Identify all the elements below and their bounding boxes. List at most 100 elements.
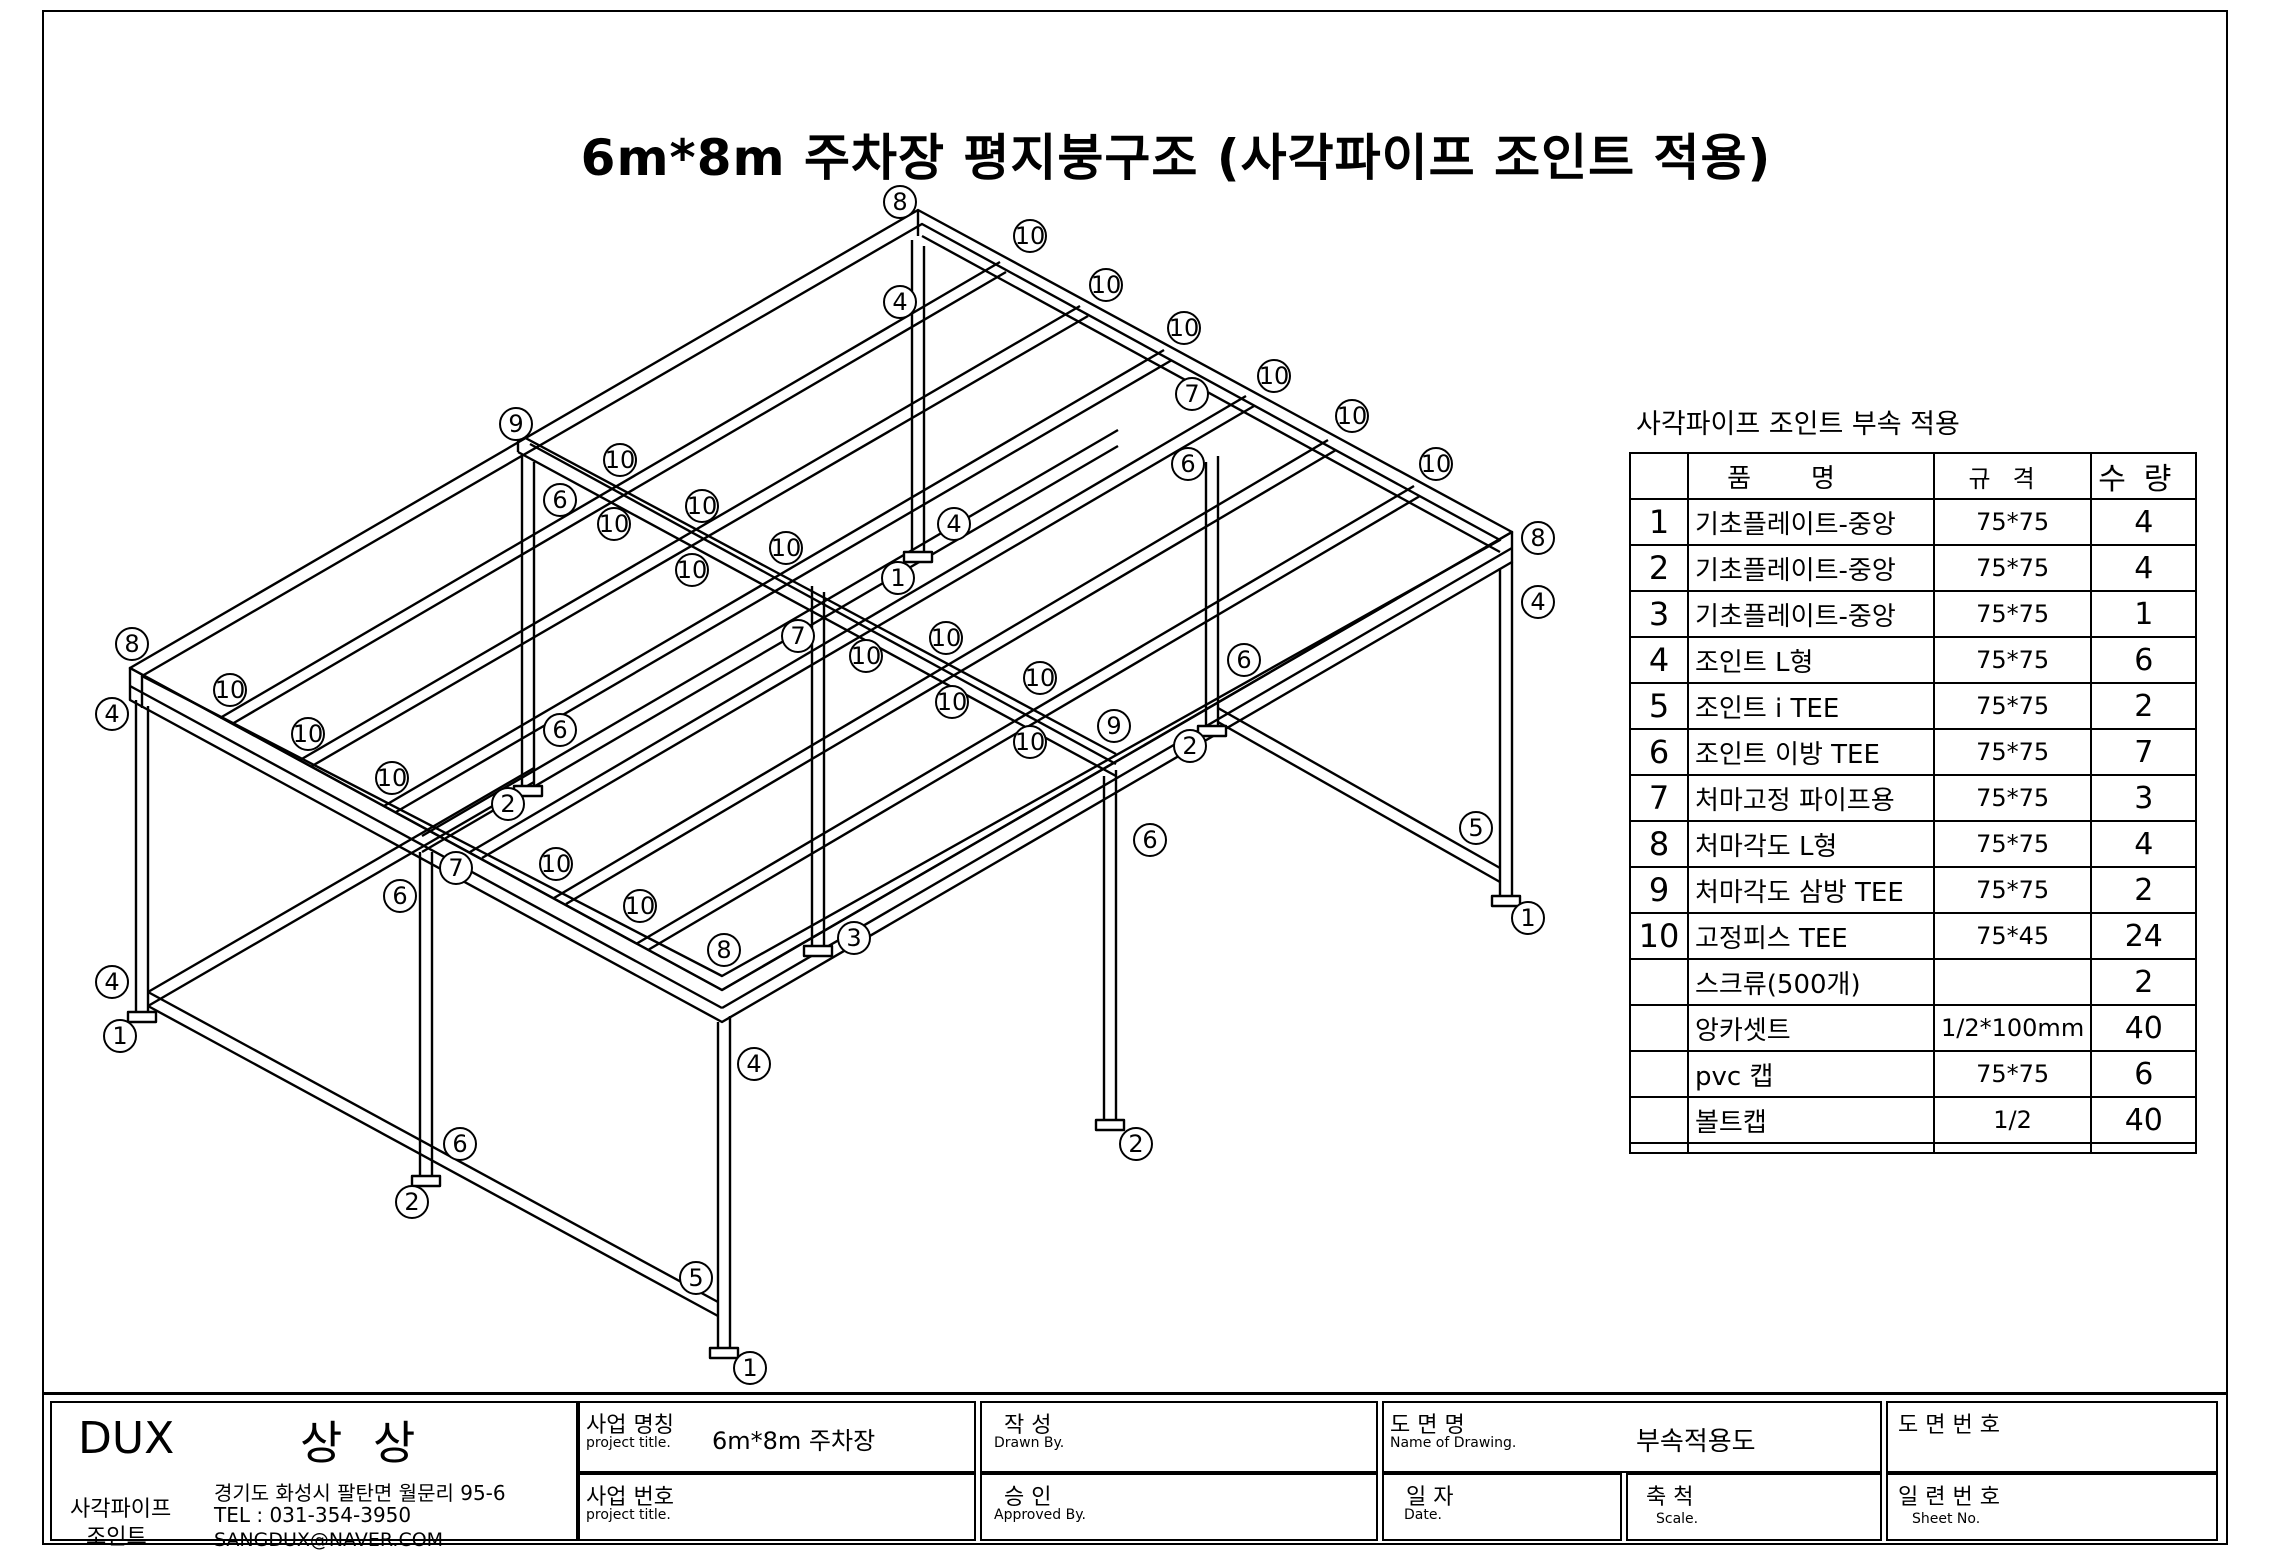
callout-balloon: 6	[1133, 823, 1167, 857]
callout-balloon: 2	[395, 1185, 429, 1219]
callout-balloon: 9	[1097, 709, 1131, 743]
callout-circle	[213, 673, 247, 707]
sheet-no-label: 일 련 번 호	[1898, 1485, 2000, 1510]
callout-number: 8	[716, 936, 731, 964]
callout-balloon: 4	[95, 697, 129, 731]
project-name-cell	[578, 1401, 976, 1473]
callout-number: 8	[1530, 524, 1545, 552]
callout-balloon: 7	[439, 851, 473, 885]
callout-balloon: 4	[937, 507, 971, 541]
callout-number: 10	[541, 850, 572, 878]
product-line-2: 조인트	[86, 1525, 147, 1550]
ground-bracing	[147, 706, 1501, 1318]
callout-number: 6	[552, 486, 567, 514]
drawing-name-cell	[1382, 1401, 1882, 1473]
part-spec: 75*75	[1932, 774, 2093, 822]
callout-balloon: 5	[679, 1261, 713, 1295]
part-name: 처마고정 파이프용	[1687, 774, 1935, 822]
callout-number: 6	[1142, 826, 1157, 854]
part-no: 8	[1629, 820, 1689, 868]
callout-balloon: 10	[675, 553, 709, 587]
part-no: 9	[1629, 866, 1689, 914]
parts-table-header: 품명 규격 수량	[1629, 452, 2198, 500]
company-logo-text: DUX	[78, 1413, 175, 1464]
part-name: 기초플레이트-중앙	[1687, 590, 1935, 638]
callout-circle	[679, 1261, 713, 1295]
callout-circle	[539, 847, 573, 881]
drawn-label: 작 성	[1004, 1413, 1052, 1438]
part-no	[1629, 1004, 1689, 1052]
part-spec	[1932, 958, 2093, 1006]
part-qty: 4	[2090, 498, 2198, 546]
callout-number: 9	[508, 410, 523, 438]
callout-circle	[707, 933, 741, 967]
callout-circle	[769, 531, 803, 565]
callout-circle	[1521, 585, 1555, 619]
part-qty: 24	[2090, 912, 2198, 960]
callout-circle	[395, 1185, 429, 1219]
callout-number: 5	[688, 1264, 703, 1292]
callout-number: 10	[677, 556, 708, 584]
approved-label: 승 인	[1004, 1485, 1052, 1510]
drawing-name-sub: Name of Drawing.	[1390, 1435, 1517, 1451]
drawing-no-cell	[1886, 1401, 2218, 1473]
callout-balloon: 6	[543, 713, 577, 747]
project-name-value: 6m*8m 주차장	[712, 1427, 876, 1455]
callout-number: 10	[687, 492, 718, 520]
part-no: 6	[1629, 728, 1689, 776]
callout-circle	[1521, 521, 1555, 555]
callout-circle	[95, 697, 129, 731]
callout-circle	[737, 1047, 771, 1081]
part-no: 2	[1629, 544, 1689, 592]
part-spec: 75*75	[1932, 590, 2093, 638]
project-no-sub: project title.	[586, 1507, 671, 1523]
callout-circle	[1023, 661, 1057, 695]
callout-circle	[1459, 811, 1493, 845]
callout-number: 10	[1015, 728, 1046, 756]
mid-cross-beam	[421, 428, 1119, 854]
callout-balloon: 8	[883, 185, 917, 219]
header-qty: 수량	[2090, 452, 2198, 500]
part-name: pvc 캡	[1687, 1050, 1935, 1098]
callout-number: 10	[851, 642, 882, 670]
callout-circle	[1335, 399, 1369, 433]
callout-balloon: 1	[733, 1351, 767, 1385]
part-qty: 7	[2090, 728, 2198, 776]
callout-number: 4	[946, 510, 961, 538]
callout-circle	[1167, 311, 1201, 345]
part-spec: 75*75	[1932, 728, 2093, 776]
project-name-sub: project title.	[586, 1435, 671, 1451]
callout-balloon: 2	[1173, 729, 1207, 763]
callout-number: 4	[892, 288, 907, 316]
callout-number: 10	[1259, 362, 1290, 390]
callout-circle	[883, 285, 917, 319]
callout-circle	[685, 489, 719, 523]
callout-balloon: 9	[499, 407, 533, 441]
callout-number: 8	[892, 188, 907, 216]
callout-number: 10	[931, 624, 962, 652]
callout-balloon: 10	[929, 621, 963, 655]
part-name: 스크류(500개)	[1687, 958, 1935, 1006]
callout-circle	[1013, 725, 1047, 759]
callout-number: 2	[1182, 732, 1197, 760]
callout-balloon: 8	[707, 933, 741, 967]
drawing-border	[42, 10, 2228, 1545]
callout-balloon: 1	[103, 1019, 137, 1053]
callout-number: 2	[1128, 1130, 1143, 1158]
callout-balloon: 10	[849, 639, 883, 673]
callout-number: 10	[605, 446, 636, 474]
callout-circle	[597, 507, 631, 541]
callout-number: 5	[1468, 814, 1483, 842]
sheet-no-sub: Sheet No.	[1912, 1511, 1981, 1527]
drawing-name-label: 도 면 명	[1390, 1413, 1465, 1438]
date-cell	[1382, 1473, 1622, 1541]
part-spec: 75*75	[1932, 544, 2093, 592]
company-tel: TEL : 031-354-3950	[214, 1503, 412, 1527]
columns	[134, 240, 1514, 1352]
callout-balloon: 10	[935, 685, 969, 719]
